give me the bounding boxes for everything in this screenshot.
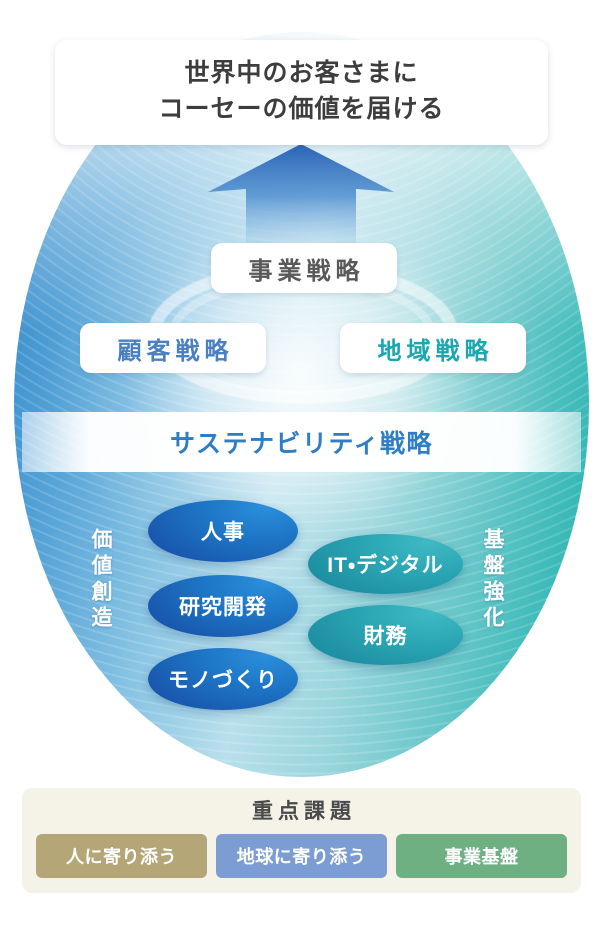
chip-business-strategy[interactable]: 事業戦略 <box>211 243 397 293</box>
pill-it-digital[interactable]: IT・デジタル <box>308 534 463 594</box>
tag-earth[interactable]: 地球に寄り添う <box>216 834 387 879</box>
vision-line-2: コーセーの価値を届ける <box>158 94 445 123</box>
vision-line-1: 世界中のお客さまに <box>184 59 419 87</box>
chip-area-strategy[interactable]: 地域戦略 <box>340 323 526 373</box>
upward-arrow-icon <box>208 144 394 260</box>
tag-business-foundation[interactable]: 事業基盤 <box>396 834 567 879</box>
pill-finance[interactable]: 財務 <box>308 605 463 665</box>
vision-banner: 世界中のお客さまに コーセーの価値を届ける <box>55 40 548 145</box>
pill-hr[interactable]: 人事 <box>148 500 298 562</box>
priority-issues-tag-list: 人に寄り添う 地球に寄り添う 事業基盤 <box>36 834 567 879</box>
priority-issues-panel: 重点課題 人に寄り添う 地球に寄り添う 事業基盤 <box>22 788 581 893</box>
tag-people[interactable]: 人に寄り添う <box>36 834 207 879</box>
chip-customer-strategy[interactable]: 顧客戦略 <box>80 323 266 373</box>
label-value-creation: 価値創造 <box>89 528 112 632</box>
sustainability-strategy-band[interactable]: サステナビリティ戦略 <box>22 412 581 472</box>
pill-manufacturing[interactable]: モノづくり <box>148 648 298 710</box>
pill-research-dev[interactable]: 研究開発 <box>148 575 298 637</box>
label-foundation-strength: 基盤強化 <box>481 528 504 632</box>
priority-issues-title: 重点課題 <box>252 800 356 823</box>
